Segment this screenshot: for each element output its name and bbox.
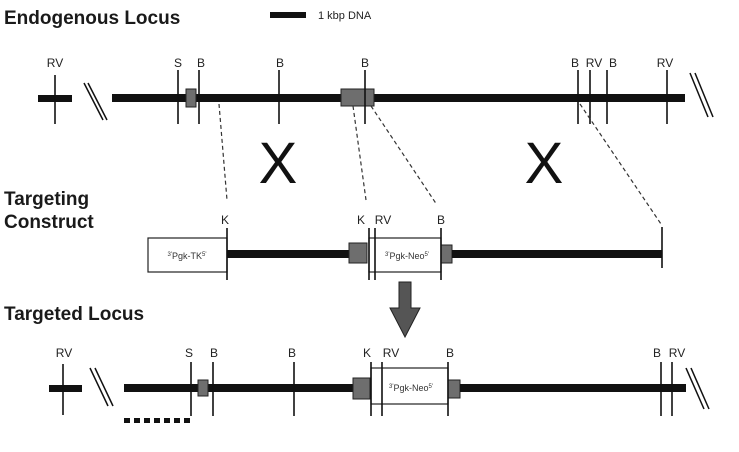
down-arrow-icon <box>389 281 421 339</box>
probe-dash <box>124 418 130 423</box>
targeted-locus: 3'Pgk-Neo5' RV S B B K RV B B RV <box>49 346 710 423</box>
pgk-tk-cassette <box>147 237 228 273</box>
exon-box <box>348 242 368 264</box>
site-label-b: B <box>609 56 617 70</box>
title-endogenous-locus: Endogenous Locus <box>4 8 180 29</box>
break-mark-icon <box>689 72 714 118</box>
site-label-k: K <box>363 346 371 360</box>
homology-line <box>218 103 228 201</box>
dna-main-left <box>124 384 354 392</box>
dna-arm-right <box>452 250 662 258</box>
exon-box <box>185 88 197 108</box>
site-label-k: K <box>357 213 365 227</box>
crossover-x-right: X <box>525 131 564 196</box>
exon-box <box>340 88 375 107</box>
site-label-rv: RV <box>47 56 63 70</box>
site-label-rv: RV <box>383 346 399 360</box>
dna-main-right <box>460 384 686 392</box>
site-label-b: B <box>437 213 445 227</box>
probe-dash <box>134 418 140 423</box>
exon-box <box>440 244 453 264</box>
site-label-b: B <box>653 346 661 360</box>
probe-dash <box>164 418 170 423</box>
exon-box <box>197 379 209 397</box>
homology-line <box>370 105 438 206</box>
break-mark-icon <box>89 367 114 407</box>
pgk-neo-label: 3'Pgk-Neo5' <box>389 383 433 393</box>
targeting-construct: 3'Pgk-TK5' 3'Pgk-Neo5' K K RV B <box>147 213 663 280</box>
dna-segment-left <box>49 385 82 392</box>
exon-box <box>447 379 461 399</box>
site-label-b: B <box>571 56 579 70</box>
dna-arm-left <box>227 250 350 258</box>
probe-dash <box>144 418 150 423</box>
probe-dash <box>184 418 190 423</box>
homology-lines <box>218 103 662 225</box>
dna-main <box>112 94 685 102</box>
site-label-b: B <box>276 56 284 70</box>
scale-bar-label: 1 kbp DNA <box>318 10 372 22</box>
pgk-tk-label: 3'Pgk-TK5' <box>168 251 207 261</box>
site-label-s: S <box>174 56 182 70</box>
pgk-neo-label: 3'Pgk-Neo5' <box>385 251 429 261</box>
site-label-b: B <box>446 346 454 360</box>
scale-bar <box>270 12 306 18</box>
site-label-rv: RV <box>56 346 72 360</box>
homology-line <box>579 103 662 225</box>
probe-dash <box>154 418 160 423</box>
break-mark-icon <box>685 367 710 410</box>
exon-box <box>352 377 371 400</box>
break-mark-icon <box>83 82 108 121</box>
site-label-b: B <box>197 56 205 70</box>
site-label-b: B <box>288 346 296 360</box>
pgk-neo-cassette <box>368 237 442 273</box>
site-label-s: S <box>185 346 193 360</box>
endogenous-locus: RV S B B B B RV B RV <box>38 56 714 124</box>
site-label-rv: RV <box>586 56 602 70</box>
title-targeting-line1: Targeting <box>4 189 89 210</box>
title-targeting-line2: Construct <box>4 212 94 233</box>
pgk-neo-cassette <box>370 367 449 405</box>
homology-line <box>352 105 367 201</box>
site-label-k: K <box>221 213 229 227</box>
site-label-b: B <box>210 346 218 360</box>
site-label-b: B <box>361 56 369 70</box>
site-label-rv: RV <box>375 213 391 227</box>
site-label-rv: RV <box>657 56 673 70</box>
probe-dash <box>174 418 180 423</box>
title-targeted-locus: Targeted Locus <box>4 304 144 325</box>
site-label-rv: RV <box>669 346 685 360</box>
crossover-x-left: X <box>259 131 298 196</box>
